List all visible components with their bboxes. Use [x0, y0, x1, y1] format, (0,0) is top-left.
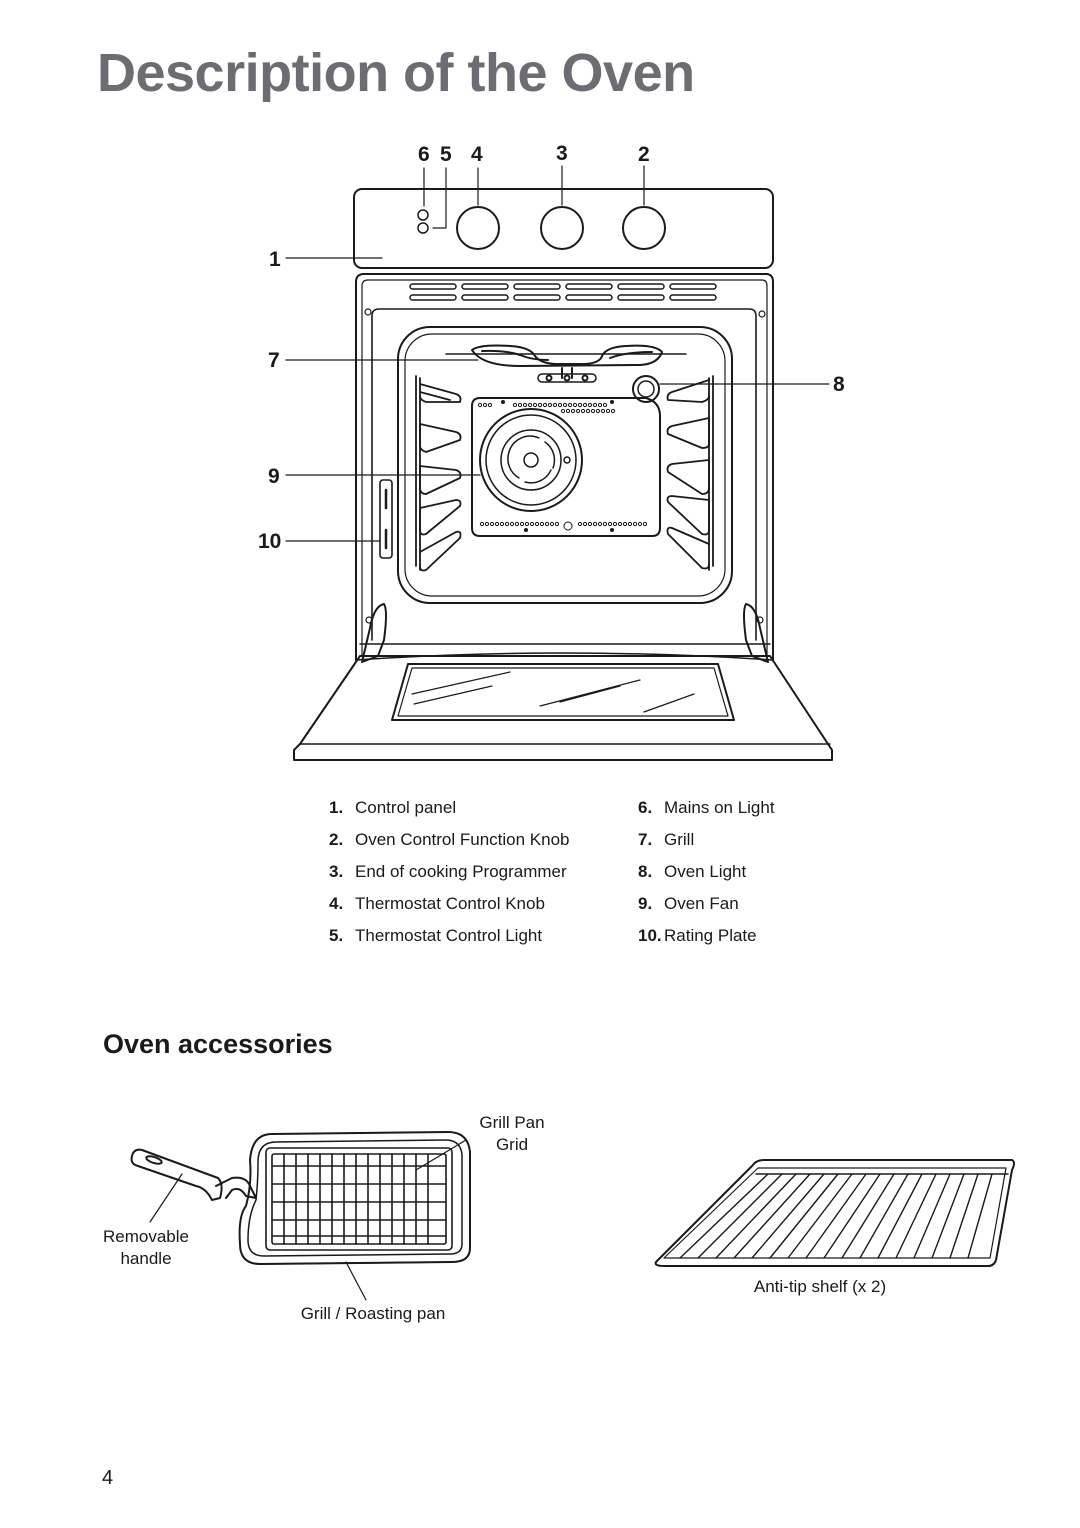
- legend-item: 9. Oven Fan: [638, 888, 775, 920]
- label-line: handle: [120, 1249, 172, 1268]
- callout-5: 5: [440, 143, 452, 166]
- legend-label: Mains on Light: [664, 798, 775, 817]
- legend-label: Thermostat Control Knob: [355, 894, 545, 913]
- oven-door: [293, 655, 833, 761]
- legend-item: 4. Thermostat Control Knob: [329, 888, 570, 920]
- legend-number: 3.: [329, 862, 344, 881]
- page-title: Description of the Oven: [97, 43, 695, 103]
- legend-item: 2. Oven Control Function Knob: [329, 824, 570, 856]
- callout-3: 3: [556, 142, 568, 165]
- legend-number: 10.: [638, 926, 662, 945]
- thermostat-light: [417, 222, 429, 234]
- page-number: 4: [102, 1467, 114, 1489]
- section-title-accessories: Oven accessories: [103, 1029, 333, 1059]
- oven-fan: [479, 408, 583, 512]
- legend-label: Oven Light: [664, 862, 747, 881]
- legend-item: 7. Grill: [638, 824, 775, 856]
- callout-4: 4: [471, 143, 483, 166]
- legend-label: Oven Control Function Knob: [355, 830, 570, 849]
- callout-8: 8: [833, 373, 845, 396]
- legend-left-column: 1. Control panel 2. Oven Control Function …: [329, 792, 570, 952]
- label-line: Grill Pan: [479, 1113, 545, 1132]
- legend-item: 3. End of cooking Programmer: [329, 856, 570, 888]
- roasting-pan-label: Grill / Roasting pan: [300, 1304, 446, 1323]
- mains-light: [417, 209, 429, 221]
- legend-right-column: 6. Mains on Light 7. Grill 8. Oven Light 9.…: [638, 792, 775, 952]
- control-panel: [353, 188, 774, 269]
- function-knob: [622, 206, 666, 250]
- legend-number: 2.: [329, 830, 344, 849]
- legend-number: 6.: [638, 798, 653, 817]
- callout-6: 6: [418, 143, 430, 166]
- legend-item: 10.Rating Plate: [638, 920, 775, 952]
- legend-item: 1. Control panel: [329, 792, 570, 824]
- programmer-knob: [540, 206, 584, 250]
- callout-1: 1: [269, 248, 281, 271]
- legend-number: 9.: [638, 894, 653, 913]
- legend-number: 8.: [638, 862, 653, 881]
- legend-label: Rating Plate: [664, 926, 757, 945]
- legend-item: 6. Mains on Light: [638, 792, 775, 824]
- legend-number: 5.: [329, 926, 344, 945]
- rating-plate: [379, 479, 393, 559]
- legend-label: Oven Fan: [664, 894, 739, 913]
- removable-handle: [130, 1148, 223, 1201]
- removable-handle-label: Removable handle: [96, 1226, 196, 1270]
- callout-10: 10: [258, 530, 281, 553]
- label-line: Removable: [103, 1227, 189, 1246]
- grill-pan-illustration: [130, 1131, 471, 1301]
- right-shelf-runners: [666, 375, 714, 571]
- legend-number: 4.: [329, 894, 344, 913]
- oven-light: [632, 375, 660, 403]
- grill-element: [445, 344, 687, 383]
- label-line: Grid: [495, 1135, 529, 1154]
- legend-item: 5. Thermostat Control Light: [329, 920, 570, 952]
- oven-body: [355, 273, 774, 661]
- callout-2: 2: [638, 143, 650, 166]
- legend-number: 1.: [329, 798, 344, 817]
- left-shelf-runners: [415, 375, 462, 572]
- callout-9: 9: [268, 465, 280, 488]
- grill-pan-grid-label: Grill Pan Grid: [470, 1112, 554, 1156]
- anti-tip-shelf-label: Anti-tip shelf (x 2): [753, 1277, 887, 1296]
- anti-tip-shelf-illustration: [654, 1159, 1015, 1267]
- oven-cavity: [397, 326, 733, 604]
- legend-item: 8. Oven Light: [638, 856, 775, 888]
- legend-label: Thermostat Control Light: [355, 926, 543, 945]
- grill-pan-grid: [265, 1147, 453, 1251]
- legend-number: 7.: [638, 830, 653, 849]
- legend-label: End of cooking Programmer: [355, 862, 567, 881]
- thermostat-knob: [456, 206, 500, 250]
- callout-7: 7: [268, 349, 280, 372]
- legend-label: Grill: [664, 830, 695, 849]
- legend-label: Control panel: [355, 798, 457, 817]
